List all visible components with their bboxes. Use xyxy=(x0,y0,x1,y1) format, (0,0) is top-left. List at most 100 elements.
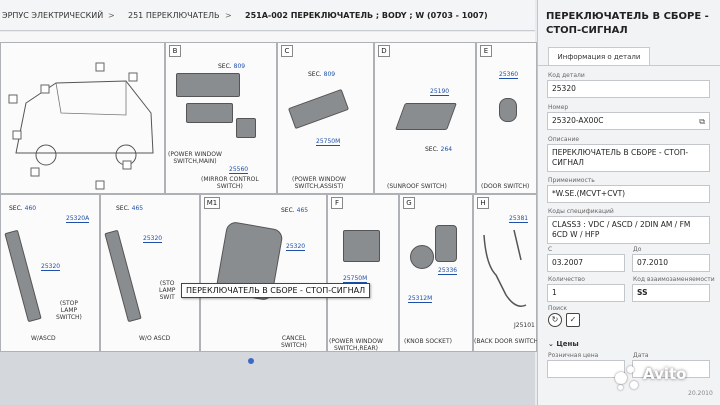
search-icon[interactable]: ↻ xyxy=(548,313,562,327)
bottom-strip xyxy=(0,352,535,405)
label-knob-socket: (KNOB SOCKET) xyxy=(404,338,452,345)
part-number-25320[interactable]: 25320 xyxy=(41,263,61,271)
tab-divider xyxy=(538,65,720,66)
panel-letter: M1 xyxy=(204,197,220,209)
breadcrumb: ЭРПУС ЭЛЕКТРИЧЕСКИЙ > 251 ПЕРЕКЛЮЧАТЕЛЬ … xyxy=(0,0,535,31)
section-ref[interactable]: SEC. 264 xyxy=(425,146,453,153)
part-number-25190[interactable]: 25190 xyxy=(430,88,450,96)
part-number-25312m[interactable]: 25312M xyxy=(408,295,433,303)
mirror-switch-part[interactable] xyxy=(236,118,256,138)
breadcrumb-item-switch[interactable]: 251 ПЕРЕКЛЮЧАТЕЛЬ xyxy=(128,11,220,20)
section-ref[interactable]: SEC. 809 xyxy=(308,71,336,78)
retail-price-label: Розничная цена xyxy=(548,352,599,359)
applicability-field[interactable]: *W.SE.(MCVT+CVT) xyxy=(547,185,710,203)
power-window-main-part[interactable] xyxy=(176,73,240,97)
panel-vehicle-overview xyxy=(0,42,165,194)
spec-codes-label: Коды спецификаций xyxy=(548,208,614,215)
prices-header[interactable]: ⌄ Цены xyxy=(548,340,579,348)
part-number-25750m[interactable]: 25750M xyxy=(316,138,341,146)
breadcrumb-item-body-electric[interactable]: ЭРПУС ЭЛЕКТРИЧЕСКИЙ xyxy=(2,11,104,20)
detail-title: ПЕРЕКЛЮЧАТЕЛЬ В СБОРЕ - СТОП-СИГНАЛ xyxy=(546,11,709,36)
part-number-25360[interactable]: 25360 xyxy=(499,71,519,79)
indicator-dot xyxy=(248,358,254,364)
search-label: Поиск xyxy=(548,305,568,312)
copy-icon[interactable]: ⧉ xyxy=(699,117,705,126)
to-label: До xyxy=(633,246,642,253)
section-ref[interactable]: SEC. 809 xyxy=(218,63,246,70)
external-search-icon[interactable]: ✓ xyxy=(566,313,580,327)
chevron-down-icon: ⌄ xyxy=(548,340,557,348)
label-sunroof: (SUNROOF SWITCH) xyxy=(387,183,447,190)
spec-codes-field[interactable]: CLASS3 : VDC / ASCD / 2DIN AM / FM 6CD W… xyxy=(547,216,710,244)
vehicle-illustration xyxy=(8,62,154,190)
socket-body-part[interactable] xyxy=(435,225,457,262)
description-label: Описание xyxy=(548,136,580,143)
label-wasco: W/ASCD xyxy=(31,335,56,342)
part-number-25560[interactable]: 25560 xyxy=(229,166,249,174)
breadcrumb-current: 251A-002 ПЕРЕКЛЮЧАТЕЛЬ ; BODY ; W (0703 … xyxy=(245,11,488,20)
to-field[interactable]: 07.2010 xyxy=(632,254,710,272)
tab-part-info[interactable]: Информация о детали xyxy=(548,47,650,66)
power-window-rear-part[interactable] xyxy=(343,230,380,262)
section-ref[interactable]: SEC. 465 xyxy=(281,207,309,214)
label-door-switch: (DOOR SWITCH) xyxy=(481,183,530,190)
part-number-25381[interactable]: 25381 xyxy=(509,215,529,223)
from-label: С xyxy=(548,246,553,253)
label-j-code: J25101 xyxy=(514,322,535,329)
from-field[interactable]: 03.2007 xyxy=(547,254,625,272)
sunroof-switch-part[interactable] xyxy=(395,103,457,130)
panel-letter: B xyxy=(169,45,181,57)
pedal-arm-part xyxy=(104,229,142,323)
part-number-25320a[interactable]: 25320A xyxy=(66,215,90,223)
code-label: Код детали xyxy=(548,72,585,79)
panel-letter: H xyxy=(477,197,489,209)
switch-block-part[interactable] xyxy=(186,103,233,123)
panel-h[interactable]: H 25381 (BACK DOOR SWITCH) J25101 xyxy=(473,194,541,352)
section-ref[interactable]: SEC. 460 xyxy=(9,205,37,212)
number-field[interactable]: 25320-AX00C ⧉ xyxy=(547,112,710,130)
section-ref[interactable]: SEC. 465 xyxy=(116,205,144,212)
breadcrumb-separator: > xyxy=(108,11,115,20)
quantity-label: Количество xyxy=(548,276,585,283)
applicability-label: Применимость xyxy=(548,177,595,184)
panel-g[interactable]: G 25336 25312M (KNOB SOCKET) xyxy=(399,194,473,352)
part-number-25750m-rear[interactable]: 25750M xyxy=(343,275,368,283)
code-value: 25320 xyxy=(552,84,576,93)
panel-e[interactable]: E 25360 (DOOR SWITCH) xyxy=(476,42,537,194)
interchange-field[interactable]: SS xyxy=(632,284,710,302)
label-wo-ascd: W/O ASCD xyxy=(139,335,171,342)
date-value: 20.2010 xyxy=(688,390,713,397)
label-back-door: (BACK DOOR SWITCH) xyxy=(474,338,541,345)
part-number-25336[interactable]: 25336 xyxy=(438,267,458,275)
date-label: Дата xyxy=(633,352,649,359)
knob-socket-part[interactable] xyxy=(410,245,434,269)
panel-letter: D xyxy=(378,45,390,57)
quantity-field[interactable]: 1 xyxy=(547,284,625,302)
panel-d[interactable]: D 25190 SEC. 264 (SUNROOF SWITCH) xyxy=(374,42,476,194)
pedal-arm-part xyxy=(4,229,42,323)
power-window-assist-part[interactable] xyxy=(287,88,350,130)
hover-tooltip: ПЕРЕКЛЮЧАТЕЛЬ В СБОРЕ - СТОП-СИГНАЛ xyxy=(181,283,371,298)
part-number-25320-m1[interactable]: 25320 xyxy=(286,243,306,251)
back-door-wire-illustration xyxy=(483,229,527,307)
part-number-25320[interactable]: 25320 xyxy=(143,235,163,243)
code-field[interactable]: 25320 xyxy=(547,80,710,98)
door-switch-part[interactable] xyxy=(499,98,517,122)
retail-price-field[interactable] xyxy=(547,360,625,378)
panel-letter: F xyxy=(331,197,343,209)
description-field[interactable]: ПЕРЕКЛЮЧАТЕЛЬ В СБОРЕ - СТОП-СИГНАЛ xyxy=(547,144,710,172)
